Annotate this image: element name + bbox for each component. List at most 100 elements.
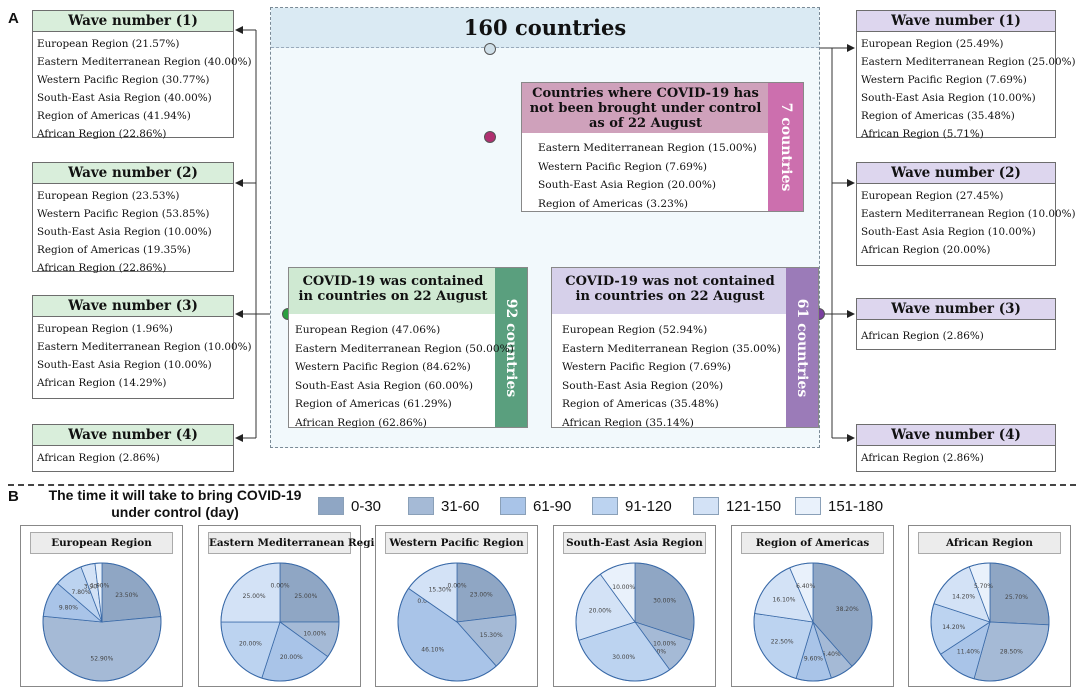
right-wave-2: Wave number (2) European Region (27.45%)… xyxy=(856,162,1076,266)
wave-items: European Region (25.49%) Eastern Mediter… xyxy=(861,35,1076,143)
list-item: African Region (22.86%) xyxy=(37,128,167,140)
legend-label: 0-30 xyxy=(351,498,382,515)
list-item: South-East Asia Region (20%) xyxy=(562,379,724,392)
pie-chart: 38.20%6.40%9.60%22.50%16.10%6.40% xyxy=(753,562,873,682)
pie-title: African Region xyxy=(918,532,1061,554)
pie-data-label: 14.20% xyxy=(952,594,975,601)
list-item: African Region (5.71%) xyxy=(861,128,984,140)
pie-data-label: 22.50% xyxy=(771,639,794,646)
list-item: South-East Asia Region (10.00%) xyxy=(37,226,212,238)
total-countries-title: 160 countries xyxy=(271,8,819,48)
list-item: South-East Asia Region (10.00%) xyxy=(37,359,212,371)
not-contained-items: European Region (52.94%) Eastern Mediter… xyxy=(562,321,781,432)
list-item: European Region (25.49%) xyxy=(861,38,1004,50)
pie-data-label: 20.00% xyxy=(239,641,262,648)
pie-chart: 30.00%10.00%0.00%30.00%20.00%10.00% xyxy=(575,562,695,682)
wave-title: Wave number (4) xyxy=(32,424,234,446)
pie-title: South-East Asia Region xyxy=(563,532,706,554)
left-wave-4: Wave number (4) African Region (2.86%) xyxy=(32,424,234,472)
wave-items: European Region (23.53%) Western Pacific… xyxy=(37,187,231,277)
pie-data-label: 15.30% xyxy=(480,632,503,639)
pie-data-label: 20.00% xyxy=(589,608,612,615)
contained-count-bar: 92 countries xyxy=(495,268,527,427)
not-contained-title: COVID-19 was not contained in countries … xyxy=(552,268,788,314)
wave-title: Wave number (2) xyxy=(856,162,1056,184)
left-wave-2: Wave number (2) European Region (23.53%)… xyxy=(32,162,234,274)
uncontrolled-count: 7 countries xyxy=(777,102,794,192)
list-item: African Region (20.00%) xyxy=(861,244,991,256)
right-wave-3: Wave number (3) African Region (2.86%) xyxy=(856,298,1056,350)
not-contained-count: 61 countries xyxy=(794,298,810,397)
contained-title: COVID-19 was contained in countries on 2… xyxy=(289,268,497,314)
panel-separator xyxy=(8,484,1076,486)
legend-label: 91-120 xyxy=(625,498,672,515)
list-item: African Region (2.86%) xyxy=(861,330,984,342)
wave-title: Wave number (3) xyxy=(32,295,234,317)
wave-items: African Region (2.86%) xyxy=(861,449,1053,467)
pie-outline xyxy=(42,562,162,682)
pie-data-label: 25.00% xyxy=(294,593,317,600)
pie-data-label: 38.20% xyxy=(836,606,859,613)
list-item: South-East Asia Region (10.00%) xyxy=(861,92,1036,104)
wave-items: European Region (21.57%) Eastern Mediter… xyxy=(37,35,252,143)
legend-label: 151-180 xyxy=(828,498,884,515)
pie-data-label: 52.90% xyxy=(90,656,113,663)
wave-title: Wave number (2) xyxy=(32,162,234,184)
list-item: European Region (21.57%) xyxy=(37,38,180,50)
pie-chart: 23.50%52.90%9.80%7.80%3.90%1.90% xyxy=(42,562,162,682)
list-item: Western Pacific Region (30.77%) xyxy=(37,74,210,86)
pie-chart: 25.00%10.00%20.00%20.00%25.00%0.00% xyxy=(220,562,340,682)
uncontrolled-title: Countries where COVID-19 has not been br… xyxy=(522,83,769,133)
pie-data-label: 0.00% xyxy=(447,582,466,589)
legend-swatch xyxy=(592,497,618,515)
panel-label-b: B xyxy=(8,488,19,505)
list-item: Eastern Mediterranean Region (15.00%) xyxy=(538,142,757,154)
wave-items: African Region (2.86%) xyxy=(861,327,1053,345)
pie-chart: 25.70%28.50%11.40%14.20%14.20%5.70% xyxy=(930,562,1050,682)
list-item: Western Pacific Region (7.69%) xyxy=(538,160,708,173)
wave-title: Wave number (3) xyxy=(856,298,1056,320)
pie-title: Western Pacific Region xyxy=(385,532,528,554)
list-item: Region of Americas (19.35%) xyxy=(37,244,191,256)
list-item: African Region (14.29%) xyxy=(37,377,167,389)
pie-data-label: 10.00% xyxy=(303,630,326,637)
contained-box: COVID-19 was contained in countries on 2… xyxy=(288,267,528,429)
list-item: Western Pacific Region (7.69%) xyxy=(861,74,1027,86)
pie-outline xyxy=(930,562,1050,682)
legend-label: 121-150 xyxy=(726,498,782,515)
list-item: Eastern Mediterranean Region (35.00%) xyxy=(562,342,781,355)
list-item: Eastern Mediterranean Region (25.00%) xyxy=(861,56,1076,68)
list-item: Region of Americas (61.29%) xyxy=(295,398,452,410)
not-contained-count-bar: 61 countries xyxy=(786,268,818,427)
uncontrolled-count-bar: 7 countries xyxy=(768,83,803,211)
right-wave-4: Wave number (4) African Region (2.86%) xyxy=(856,424,1056,472)
list-item: African Region (62.86%) xyxy=(295,416,427,429)
list-item: Region of Americas (35.48%) xyxy=(562,398,719,410)
list-item: South-East Asia Region (60.00%) xyxy=(295,379,474,392)
wave-items: European Region (27.45%) Eastern Mediter… xyxy=(861,187,1076,259)
pie-data-label: 20.00% xyxy=(280,654,303,661)
list-item: African Region (22.86%) xyxy=(37,262,167,274)
pie-panel: South-East Asia Region30.00%10.00%0.00%3… xyxy=(553,525,716,687)
legend-swatch xyxy=(500,497,526,515)
left-wave-3: Wave number (3) European Region (1.96%) … xyxy=(32,295,252,399)
list-item: Region of Americas (35.48%) xyxy=(861,110,1015,122)
pie-data-label: 1.90% xyxy=(90,582,109,589)
pie-panel: African Region 25.70%28.50%11.40%14.20%14… xyxy=(908,525,1071,687)
pie-chart: 23.00%15.30%46.10%0.00%15.30%0.00% xyxy=(397,562,517,682)
pie-data-label: 30.00% xyxy=(612,654,635,661)
pie-outline xyxy=(575,562,695,682)
pie-data-label: 10.00% xyxy=(653,641,676,648)
list-item: European Region (47.06%) xyxy=(295,324,441,336)
pie-data-label: 3.90% xyxy=(84,583,103,590)
list-item: Western Pacific Region (7.69%) xyxy=(562,361,732,373)
pie-slice xyxy=(42,615,162,682)
contained-items: European Region (47.06%) Eastern Mediter… xyxy=(295,321,514,432)
list-item: South-East Asia Region (10.00%) xyxy=(861,226,1036,238)
list-item: Region of Americas (3.23%) xyxy=(538,197,689,210)
pie-data-label: 15.30% xyxy=(429,587,452,594)
panel-label-a: A xyxy=(8,10,19,27)
list-item: African Region (2.86%) xyxy=(37,452,160,464)
